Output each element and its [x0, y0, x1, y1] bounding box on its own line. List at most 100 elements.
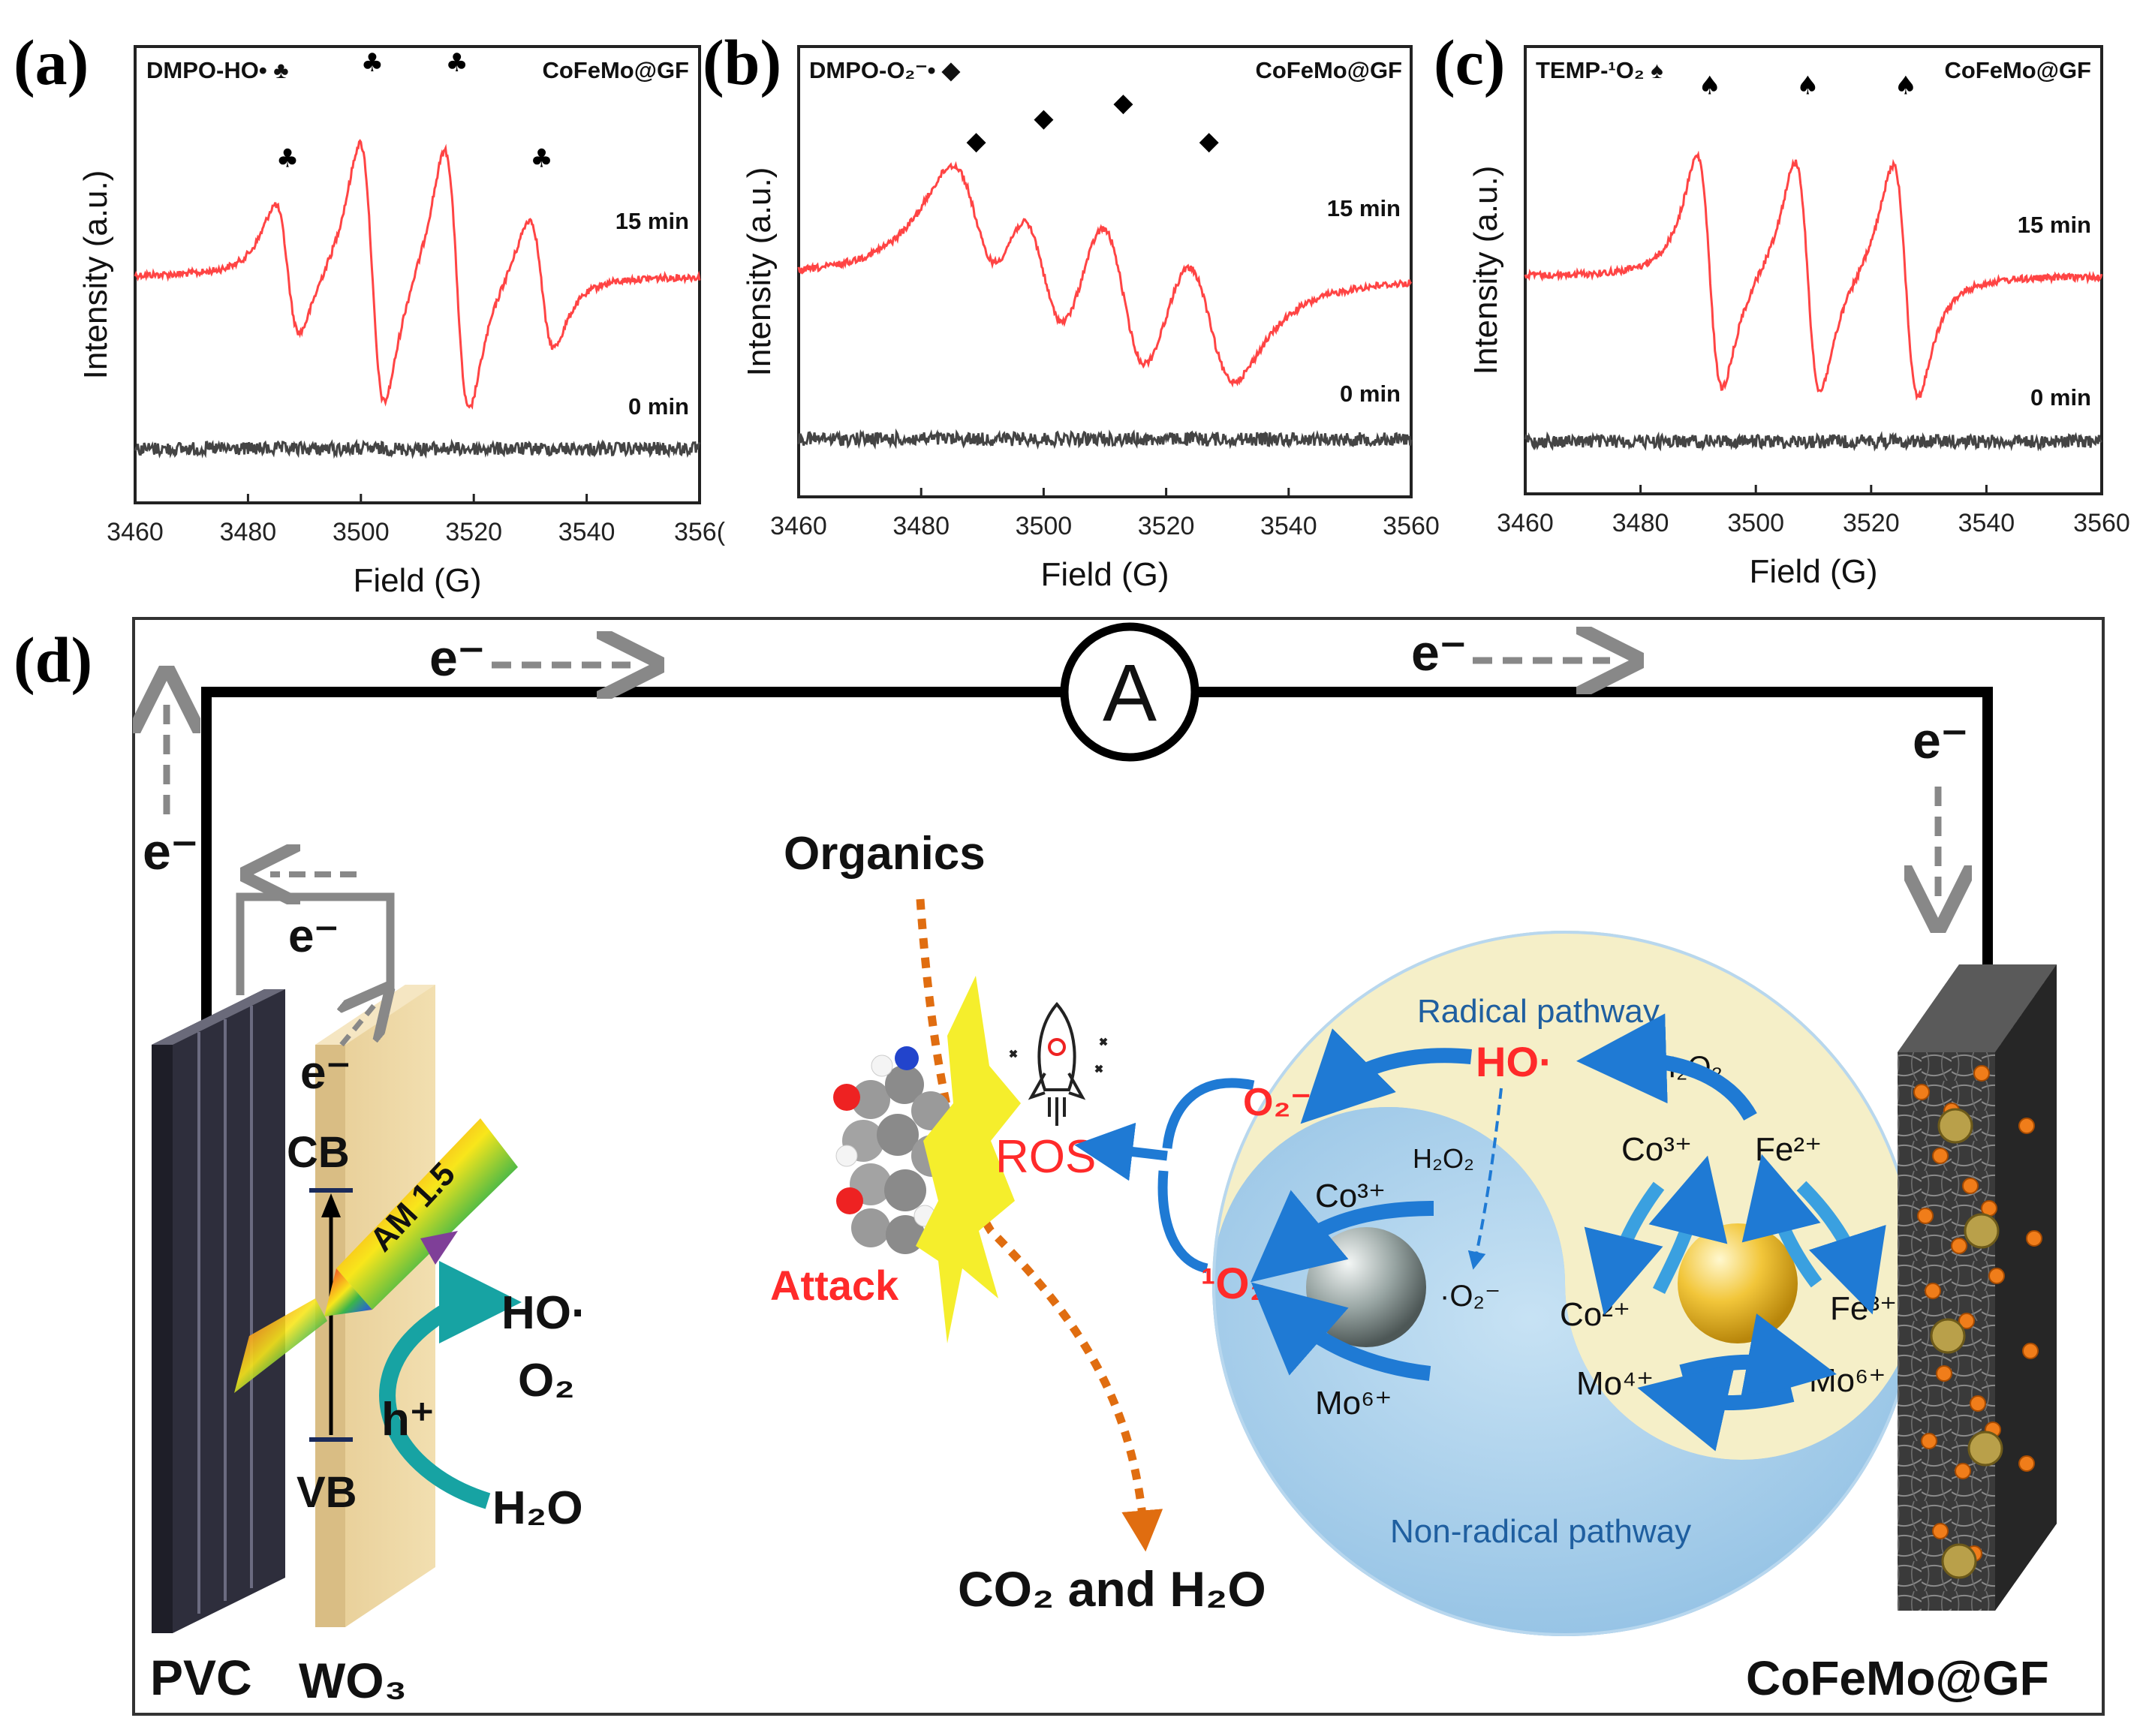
peak-marker: ◆ — [967, 126, 987, 156]
superoxide-label: O₂⁻· — [1243, 1081, 1324, 1124]
catalyst-particle — [1951, 1238, 1967, 1254]
attack-label: Attack — [770, 1262, 899, 1309]
peak-marker: ♠ — [1796, 71, 1819, 101]
mo6-label-right: Mo⁶⁺ — [1809, 1362, 1886, 1399]
series-label-0min: 0 min — [2030, 384, 2091, 411]
radical-pathway-label: Radical pathway — [1417, 993, 1660, 1030]
water-label: H₂O — [492, 1482, 583, 1534]
electron-label-cb: e⁻ — [300, 1047, 351, 1099]
series-0min-line — [797, 428, 1413, 450]
series-label-15min: 15 min — [1327, 195, 1401, 221]
wo3-label: WO₃ — [299, 1653, 407, 1708]
ammeter — [1060, 622, 1199, 762]
x-tick-label: 3500 — [1016, 512, 1073, 540]
plot-frame-a — [134, 45, 701, 504]
peak-marker: ◆ — [1113, 88, 1133, 118]
series-15min-line — [797, 161, 1413, 388]
co3-label-right: Co³⁺ — [1621, 1131, 1692, 1168]
peak-marker: ♣ — [445, 48, 468, 78]
arrow-mo6-to-singlet — [1251, 1282, 1431, 1381]
hole-arrow — [379, 1261, 522, 1509]
peak-marker: ♠ — [1895, 71, 1917, 101]
catalyst-particles — [1913, 1065, 2042, 1579]
series-0min-line — [1524, 431, 2103, 452]
x-axis-label: Field (G) — [353, 562, 481, 599]
x-tick-label: 3480 — [220, 518, 277, 546]
arrow-ho-to-o2 — [1300, 1028, 1472, 1124]
attack-burst — [916, 976, 1021, 1343]
electron-label-inner: e⁻ — [288, 910, 339, 962]
x-tick-label: 3460 — [770, 512, 827, 540]
series-15min-line — [1524, 150, 2103, 402]
x-tick-label: 3520 — [1138, 512, 1195, 540]
species-tag: DMPO-HO• ♣ — [146, 57, 289, 83]
organics-label: Organics — [784, 828, 986, 880]
inner-wire — [236, 892, 395, 995]
ammeter-label: A — [1103, 647, 1157, 738]
cathode-label: CoFeMo@GF — [1746, 1651, 2049, 1705]
peak-marker: ♣ — [361, 48, 384, 78]
catalyst-particle — [1988, 1268, 2005, 1284]
pvc-label: PVC — [150, 1650, 252, 1705]
singlet-o2-label: ¹O₂ — [1201, 1259, 1269, 1308]
catalyst-particle — [1962, 1178, 1979, 1194]
peak-marker: ♣ — [276, 144, 299, 174]
peak-marker: ♣ — [530, 144, 552, 174]
catalyst-particle — [2026, 1230, 2042, 1247]
catalyst-particle — [1958, 1313, 1975, 1329]
x-tick-label: 3460 — [107, 518, 164, 546]
catalyst-particle — [1970, 1395, 1986, 1412]
catalyst-cluster — [1930, 1318, 1966, 1354]
peak-marker: ◆ — [1199, 126, 1220, 156]
grey-sphere — [1306, 1227, 1426, 1347]
x-axis-label: Field (G) — [1749, 553, 1877, 590]
arrow-fe3-fe2 — [1741, 1154, 1822, 1288]
electron-arrow-cb — [342, 1006, 374, 1047]
x-tick-label: 3560 — [2073, 509, 2130, 537]
series-label-0min: 0 min — [628, 393, 689, 420]
arrow-mo6-mo4 — [1637, 1363, 1795, 1452]
catalyst-particle — [1973, 1065, 1990, 1082]
gold-sphere — [1678, 1223, 1798, 1343]
cofemo-gf-electrode — [1898, 964, 2057, 1611]
catalyst-particle — [1955, 1463, 1971, 1479]
x-tick-label: 3520 — [445, 518, 502, 546]
ho-product-label: HO· — [501, 1287, 587, 1339]
catalyst-particle — [2018, 1455, 2035, 1472]
catalyst-particle — [1932, 1148, 1949, 1164]
plot-frame-c — [1524, 45, 2103, 495]
panel-letter-c: (c) — [1434, 26, 1505, 98]
arrow-ho-to-small-o2 — [1467, 1088, 1503, 1270]
catalyst-particle — [1913, 1084, 1930, 1100]
products-label: CO₂ and H₂O — [958, 1561, 1266, 1617]
arrow-co2-co3 — [1648, 1155, 1728, 1295]
species-tag: DMPO-O₂⁻• ◆ — [809, 57, 961, 83]
schematic-d: A e⁻ e⁻ e⁻ e⁻ PVC WO₃ e⁻ e⁻ — [132, 617, 2105, 1716]
x-tick-label: 3540 — [1958, 509, 2015, 537]
excitation-arrowhead — [321, 1193, 341, 1217]
catalyst-particle — [1917, 1208, 1934, 1224]
electron-label-top-left: e⁻ — [429, 630, 485, 687]
catalyst-cluster — [1937, 1108, 1973, 1144]
sample-label: CoFeMo@GF — [1944, 57, 2091, 83]
x-tick-label: 3560 — [1383, 512, 1440, 540]
rocket-icon — [1009, 1001, 1108, 1126]
cb-label: CB — [287, 1128, 350, 1177]
small-superoxide-label: ·O₂⁻ — [1440, 1280, 1500, 1313]
x-tick-label: 3460 — [1497, 509, 1554, 537]
y-axis-label: Intensity (a.u.) — [1467, 166, 1504, 375]
catalyst-particle — [1932, 1523, 1949, 1539]
mo6-label-left: Mo⁶⁺ — [1315, 1385, 1392, 1422]
pvc-electrode — [152, 989, 285, 1633]
series-label-0min: 0 min — [1340, 381, 1401, 407]
x-axis-label: Field (G) — [1040, 556, 1169, 593]
catalyst-cluster — [1941, 1543, 1977, 1579]
series-0min-line — [134, 438, 701, 459]
light-beam — [234, 1118, 518, 1393]
panel-letter-a: (a) — [14, 26, 89, 98]
x-tick-label: 3480 — [1612, 509, 1669, 537]
catalyst-cluster — [1964, 1213, 2000, 1249]
